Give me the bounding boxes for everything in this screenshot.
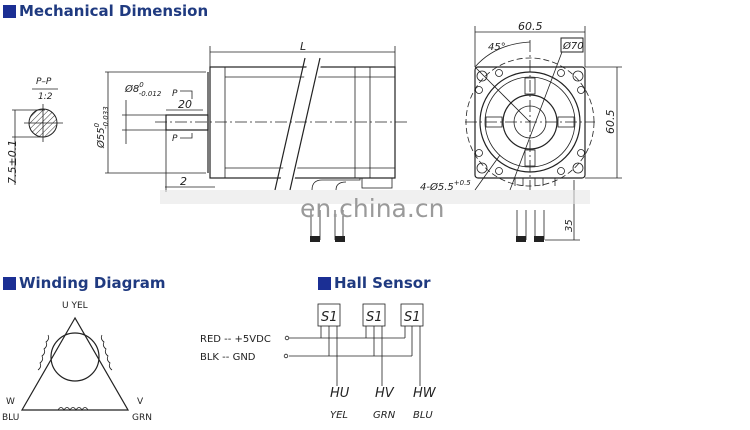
winding-diagram-heading: Winding Diagram — [3, 274, 165, 292]
section-mark-bottom: P — [172, 134, 178, 144]
mechanical-dimension-heading: Mechanical Dimension — [3, 2, 208, 20]
section-mark-top: P — [172, 89, 178, 99]
output-hv-color: GRN — [373, 410, 396, 421]
output-hv: HV — [375, 386, 395, 401]
heading-square-icon — [3, 4, 16, 18]
ground-label: BLK -- GND — [200, 352, 256, 363]
lead-length-dimension: 35 — [564, 219, 575, 232]
motor-front-view: 60.5 Ø70 45° 4-Ø5.5+0.5 60.5 35 — [420, 20, 622, 241]
output-hw: HW — [413, 386, 437, 401]
shaft-section-view: P–P 1:2 7.5±0.1 — [6, 77, 63, 185]
shaft-length-dimension: 20 — [178, 98, 192, 111]
winding-w-label: W — [6, 397, 15, 407]
heading-text: Hall Sensor — [334, 274, 431, 292]
section-label: P–P — [36, 77, 52, 87]
heading-square-icon — [318, 276, 331, 290]
hall-sensor-heading: Hall Sensor — [318, 274, 430, 292]
heading-text: Mechanical Dimension — [19, 2, 209, 20]
winding-v-color: GRN — [132, 413, 152, 423]
sensor-label: S1 — [366, 310, 383, 325]
front-height-dimension: 60.5 — [604, 110, 617, 135]
heading-text: Winding Diagram — [19, 274, 166, 292]
angle-dimension: 45° — [488, 42, 506, 53]
winding-u-label: U YEL — [62, 301, 88, 311]
sensor-1: S1 — [317, 303, 341, 386]
hall-sensor-diagram: RED -- +5VDC BLK -- GND S1 S1 S1 HU HV H… — [200, 303, 437, 421]
heading-square-icon — [3, 276, 16, 290]
body-diameter-dimension: Ø550-0.033 — [93, 106, 110, 149]
motor-side-view: L Ø550-0.033 Ø80-0.012 P 20 P 2 — [93, 40, 408, 192]
flange-dimension: 2 — [180, 175, 187, 188]
output-hw-color: BLU — [413, 410, 433, 421]
watermark: en.china.cn — [300, 194, 444, 223]
section-scale: 1:2 — [38, 92, 53, 102]
winding-w-color: BLU — [2, 413, 19, 423]
front-width-dimension: 60.5 — [518, 20, 543, 33]
output-hu: HU — [330, 386, 350, 401]
output-hu-color: YEL — [330, 410, 348, 421]
sensor-3: S1 — [400, 303, 424, 386]
length-dimension: L — [300, 40, 306, 53]
bolt-circle-dimension: Ø70 — [562, 40, 584, 52]
power-label: RED -- +5VDC — [200, 334, 271, 345]
winding-diagram: U YEL W BLU V GRN — [2, 301, 152, 423]
sensor-label: S1 — [321, 310, 338, 325]
sensor-label: S1 — [404, 310, 421, 325]
flat-dimension: 7.5±0.1 — [6, 140, 19, 184]
lead-wires — [160, 190, 590, 242]
shaft-diameter-dimension: Ø80-0.012 — [124, 81, 162, 98]
sensor-2: S1 — [362, 303, 386, 386]
winding-v-label: V — [137, 397, 144, 407]
